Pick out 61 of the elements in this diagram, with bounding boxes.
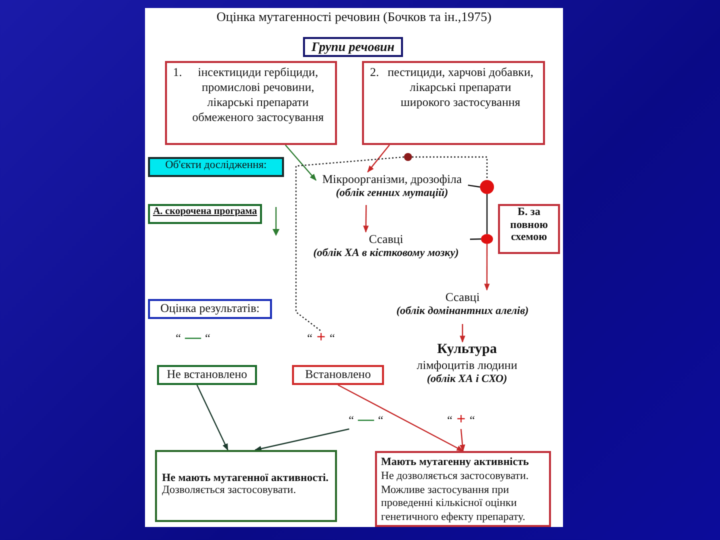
item-number: 2. [370,65,379,80]
quote-mark: “ [470,413,475,429]
minus-sign: — [358,413,374,429]
note-text: (облік домінантних алелів) [395,305,530,317]
heading-text: Об'єкти дослідження: [164,159,268,171]
group-heading-box [303,37,403,57]
program-box [498,204,560,254]
arrow [363,205,369,233]
object-text: Ссавці [368,232,404,247]
object-text: Культура [436,342,498,358]
result-text: Не встановлено [166,367,248,382]
connector-line [412,156,488,180]
connector-line [468,184,480,188]
minus-sign: — [185,331,201,347]
process-box [362,61,545,145]
object-text: лімфоцитів людини [416,358,518,373]
conclusion-heading: Не мають мутагенної активності. [162,472,330,484]
note-text: (облік ХА і СХО) [426,373,508,385]
program-text: Б. за повною схемою [509,206,549,244]
arrow [338,384,464,452]
quote-mark: “ [330,331,335,347]
connector-line [295,156,404,332]
arrow [254,428,350,452]
note-text: (облік ХА в кістковому мозку) [312,247,460,259]
title-text: Оцінка мутагенності речовин (Бочков та ін.,1975) [216,9,492,25]
heading-text: Оцінка результатів: [159,301,261,316]
item-number: 1. [173,65,182,80]
arrow [484,244,490,291]
quote-mark: “ [378,413,384,429]
heading-box [148,157,284,177]
heading-box [148,299,272,319]
object-text: Мікроорганізми, дрозофіла [321,172,463,187]
box-text: пестициди, харчові добавки, лікарські препарати широкого застосування [386,65,534,110]
conclusion-box [155,450,337,522]
quote-mark: “ [176,331,181,347]
conclusion-heading: Мають мутагенну активність [381,456,530,470]
conclusion-text: Дозволяється застосовувати. [162,484,297,496]
quote-mark: “ [447,413,452,429]
program-box [148,204,262,224]
heading-text: Групи речовин [310,39,396,55]
conclusion-text: Не дозволяється застосовувати. Можливе застосування при проведенні кількісної оцінки генетичного ефекту препарату. [381,470,530,525]
plus-sign: + [456,413,466,429]
program-text: А. скорочена програма [152,206,258,217]
connector-line [470,238,482,240]
arrow [367,144,390,173]
quote-mark: “ [307,331,312,347]
arrow [460,428,466,452]
plus-sign: + [316,331,326,347]
note-text: (облік генних мутацій) [334,187,450,199]
box-text: інсектициди гербіциди, промислові речовини, лікарські препарати обмеженого застосування [191,65,325,125]
process-box [165,61,337,145]
result-box [157,365,257,385]
result-text: Встановлено [304,367,372,382]
arrow [460,324,466,343]
conclusion-box [375,451,551,527]
quote-mark: “ [205,331,210,347]
object-text: Ссавці [444,290,481,305]
result-box [292,365,384,385]
arrow [196,384,228,451]
quote-mark: “ [348,413,354,429]
connector-line [486,194,488,234]
